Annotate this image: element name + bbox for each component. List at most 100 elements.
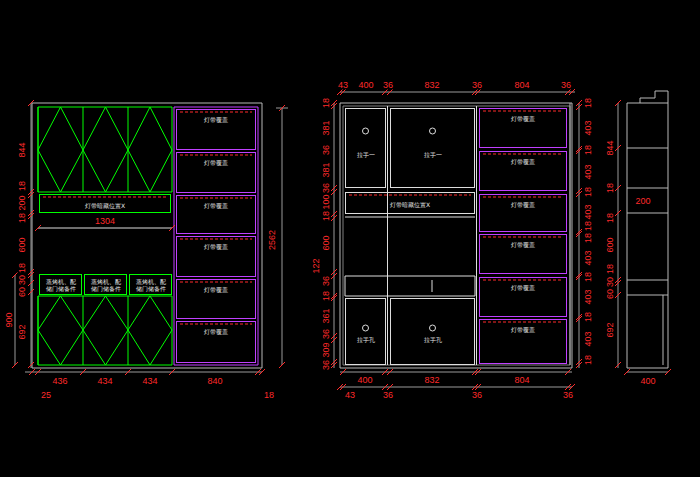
dimension-tick (387, 89, 393, 95)
cabinet-cell: 灯带覆盖 (176, 236, 256, 277)
handle-knob (430, 128, 436, 134)
cell-note: 蒸烤机、配 储门储备件 (130, 278, 171, 292)
dimension-value: 25 (41, 391, 51, 400)
cabinet-cell: 灯带覆盖 (176, 279, 256, 319)
dimension-line (340, 387, 572, 388)
dimension-value: 36 (322, 145, 331, 155)
dimension-tick (28, 210, 34, 216)
dimension-value: 30 (18, 275, 27, 285)
cabinet-cell: 灯带暗藏位置X (345, 192, 475, 214)
dimension-tick (615, 100, 621, 106)
door-diamond (128, 296, 172, 365)
cabinet-column (174, 107, 258, 365)
dimension-value: 804 (514, 376, 529, 385)
dimension-tick (576, 191, 582, 197)
dimension-value: 403 (584, 250, 593, 265)
door-diamond (83, 107, 128, 192)
dimension-tick (331, 337, 337, 343)
dimension-value: 18 (584, 233, 593, 243)
cell-note: 蒸烤机、配 储门储备件 (40, 278, 81, 292)
dimension-value: 30 (606, 277, 615, 287)
cabinet-cell: 灯带覆盖 (176, 321, 256, 363)
cell-note: 灯带暗藏位置X (346, 201, 474, 208)
led-strip (180, 282, 252, 283)
dimension-value: 832 (424, 81, 439, 90)
cabinet-cell: 拉手一 (390, 108, 475, 188)
dimension-value: 200 (635, 197, 650, 206)
dimension-tick (615, 210, 621, 216)
shelf-line (627, 295, 668, 296)
dimension-value: 18 (584, 355, 593, 365)
dimension-tick (29, 369, 35, 375)
cabinet-line (345, 217, 475, 218)
cell-note: 灯带覆盖 (480, 284, 566, 291)
cell-note: 灯带暗藏位置X (40, 202, 170, 209)
cell-note: 拉手一 (346, 151, 385, 158)
dimension-value: 18 (322, 211, 331, 221)
dimension-line (579, 103, 580, 368)
dimension-value: 36 (383, 81, 393, 90)
cabinet-cell: 灯带覆盖 (176, 195, 256, 234)
cabinet-cell: 拉手孔 (390, 298, 475, 365)
dimension-tick (28, 289, 34, 295)
cell-note: 灯带覆盖 (177, 243, 255, 250)
dimension-tick (340, 369, 346, 375)
cabinet-cell: 蒸烤机、配 储门储备件 (129, 274, 172, 295)
door-diamond (83, 296, 128, 365)
dimension-tick (569, 384, 575, 390)
dimension-tick (576, 104, 582, 110)
cabinet-outline (340, 103, 572, 368)
dimension-tick (340, 384, 346, 390)
led-strip (349, 195, 471, 196)
led-strip (483, 111, 563, 112)
dimension-tick (340, 89, 346, 95)
dimension-tick (28, 272, 34, 278)
dimension-value: 18 (584, 187, 593, 197)
dimension-value: 36 (322, 329, 331, 339)
dimension-line (282, 108, 283, 365)
dimension-value: 60 (606, 289, 615, 299)
dimension-line (15, 275, 16, 365)
dimension-tick (35, 369, 41, 375)
dimension-tick (472, 89, 478, 95)
door-diamond (38, 296, 83, 365)
dimension-line (340, 92, 575, 93)
cell-note: 灯带覆盖 (177, 286, 255, 293)
dimension-tick (665, 369, 671, 375)
dimension-value: 600 (606, 237, 615, 252)
dimension-value: 400 (640, 377, 655, 386)
dimension-value: 18 (322, 291, 331, 301)
cell-note: 灯带覆盖 (177, 202, 255, 209)
dimension-value: 900 (5, 312, 14, 327)
cell-note: 灯带覆盖 (480, 115, 566, 122)
dimension-tick (576, 231, 582, 237)
dimension-value: 36 (383, 391, 393, 400)
dimension-value: 400 (358, 81, 373, 90)
dimension-value: 840 (207, 377, 222, 386)
cabinet-line (432, 280, 433, 292)
dimension-value: 36 (322, 276, 331, 286)
dimension-tick (472, 384, 478, 390)
dimension-tick (331, 100, 337, 106)
dimension-value: 43 (345, 391, 355, 400)
dimension-value: 36 (472, 391, 482, 400)
cabinet-cell: 灯带覆盖 (479, 194, 567, 232)
handle-knob (363, 128, 369, 134)
cabinet-cell: 拉手孔 (345, 298, 386, 365)
cell-note: 灯带覆盖 (480, 241, 566, 248)
led-strip (483, 154, 563, 155)
shelf-line (627, 213, 668, 214)
dimension-value: 36 (563, 391, 573, 400)
dimension-tick (576, 316, 582, 322)
dimension-value: 18 (584, 272, 593, 282)
dimension-tick (337, 384, 343, 390)
cell-note: 拉手一 (391, 151, 474, 158)
dimension-value: 18 (18, 263, 27, 273)
shelf-line (627, 148, 668, 149)
dimension-tick (331, 103, 337, 109)
dimension-tick (169, 369, 175, 375)
dimension-value: 361 (322, 308, 331, 323)
dimension-line (627, 372, 668, 373)
shelf-line (627, 188, 668, 189)
dimension-line (25, 372, 262, 373)
